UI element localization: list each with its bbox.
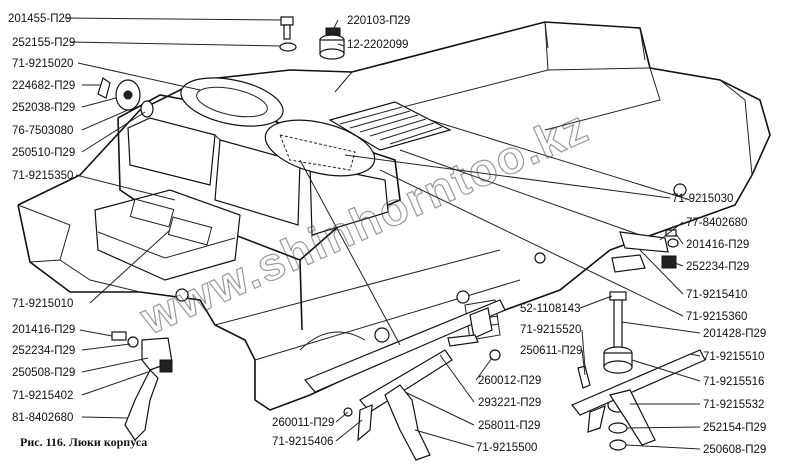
bolt-shank <box>283 24 291 40</box>
part-label: 250611-П29 <box>520 345 582 357</box>
part-label: 224682-П29 <box>12 80 75 92</box>
bolt-long <box>613 299 623 349</box>
bolt-small <box>111 331 127 341</box>
engine-deck-grille <box>328 101 452 151</box>
mount-boss <box>673 183 687 197</box>
vehicle-hull-drawing <box>17 21 771 411</box>
part-label: 293221-П29 <box>478 397 541 409</box>
washer <box>608 422 628 434</box>
mount-boss <box>374 327 390 343</box>
part-label: 250508-П29 <box>12 367 75 379</box>
mount-boss <box>534 252 546 264</box>
part-label: 71-9215516 <box>703 376 764 388</box>
part-label: 220103-П29 <box>347 15 410 27</box>
exploded-parts <box>97 16 706 461</box>
part-label: 252155-П29 <box>12 37 75 49</box>
bolt-head-long <box>609 291 627 301</box>
handle-assembly-center <box>304 299 506 461</box>
part-label: 52-1108143 <box>520 303 581 315</box>
part-label: 71-9215510 <box>703 351 764 363</box>
front-grille <box>464 299 501 341</box>
part-label: 71-9215500 <box>476 442 537 454</box>
part-label: 71-9215350 <box>12 170 73 182</box>
part-label: 250608-П29 <box>703 444 766 456</box>
handle-bar-right <box>571 349 706 416</box>
part-label: 260011-П29 <box>272 417 334 429</box>
mount-boss <box>175 288 189 302</box>
part-label: 76-7503080 <box>12 125 73 137</box>
part-label: 250510-П29 <box>12 147 75 159</box>
part-label: 201455-П29 <box>8 13 71 25</box>
cab-window-left <box>127 117 216 186</box>
mount-boss <box>456 290 470 304</box>
roof-hatch-front <box>180 77 284 127</box>
part-label: 201416-П29 <box>12 324 75 336</box>
part-label: 71-9215402 <box>12 390 73 402</box>
figure-caption: Рис. 116. Люки корпуса <box>20 435 147 449</box>
cab-window-center <box>214 139 301 226</box>
part-label: 71-9215020 <box>12 58 73 70</box>
part-label: 71-9215030 <box>672 193 733 205</box>
part-label: 201416-П29 <box>686 239 749 251</box>
leader-lines <box>64 17 701 450</box>
part-label: 252154-П29 <box>703 422 766 434</box>
knob-washer <box>140 100 154 118</box>
part-label: 77-8402680 <box>686 217 747 229</box>
part-label: 71-9215406 <box>272 436 333 448</box>
nut <box>609 439 627 451</box>
hatch-lever-left <box>124 368 159 441</box>
part-label: 81-8402680 <box>12 412 73 424</box>
hatch-lever-right <box>609 389 656 446</box>
roof-hatch-rear <box>264 119 376 177</box>
latch-right <box>611 229 679 273</box>
cab-window-right <box>309 164 389 236</box>
part-label: 252234-П29 <box>686 261 749 273</box>
part-label: 71-9215360 <box>686 311 747 323</box>
part-labels: 201455-П29 252155-П29 71-9215020 224682-… <box>8 13 766 456</box>
part-label: 71-9215010 <box>12 298 73 310</box>
part-label: 12-2202099 <box>347 39 408 51</box>
pin <box>447 334 479 347</box>
part-label: 201428-П29 <box>703 328 766 340</box>
knob-screw <box>97 77 111 99</box>
part-label: 71-9215532 <box>703 399 764 411</box>
mount-rail <box>304 299 506 393</box>
part-label: 252038-П29 <box>12 102 75 114</box>
part-label: 258011-П29 <box>478 420 540 432</box>
washer <box>279 42 297 52</box>
part-label: 260012-П29 <box>478 375 541 387</box>
bolt-stack-right <box>571 291 706 451</box>
part-label: 252234-П29 <box>12 345 75 357</box>
hatch-lever-center <box>384 384 431 461</box>
part-label: 71-9215410 <box>686 289 747 301</box>
bolt-head <box>280 16 294 26</box>
part-label: 71-9215520 <box>520 324 581 336</box>
hinge-assembly-left <box>111 331 173 441</box>
